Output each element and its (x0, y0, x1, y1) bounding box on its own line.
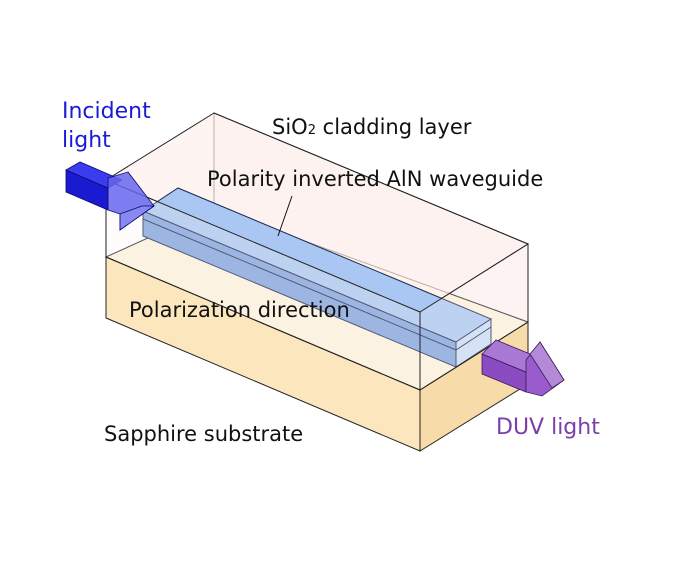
incident-arrow-head-front (119, 205, 156, 231)
aln-waveguide (141, 187, 493, 368)
cladding-side-face (419, 243, 529, 391)
sio2-label-main: SiO (272, 115, 308, 139)
sio2-cladding-label: SiO2 cladding layer (272, 115, 472, 139)
incident-light-arrow (65, 161, 156, 231)
sio2-label-sub: 2 (308, 123, 316, 138)
cladding-front (105, 179, 529, 391)
incident-light-label-line1: Incident (62, 99, 151, 124)
waveguide-label-leader (277, 195, 293, 237)
duv-arrow-head-side (529, 341, 565, 389)
waveguide-polarity-boundary (142, 218, 457, 351)
waveguide-end-face (455, 318, 492, 368)
duv-light-arrow (481, 339, 565, 397)
waveguide-label: Polarity inverted AlN waveguide (207, 167, 543, 191)
sapphire-substrate-label: Sapphire substrate (104, 422, 303, 446)
duv-light-label: DUV light (496, 415, 600, 440)
polarization-direction-label: Polarization direction (129, 298, 350, 322)
incident-light-label-line2: light (62, 128, 111, 153)
sio2-label-rest: cladding layer (316, 115, 472, 139)
waveguide-end-boundary (455, 326, 492, 351)
